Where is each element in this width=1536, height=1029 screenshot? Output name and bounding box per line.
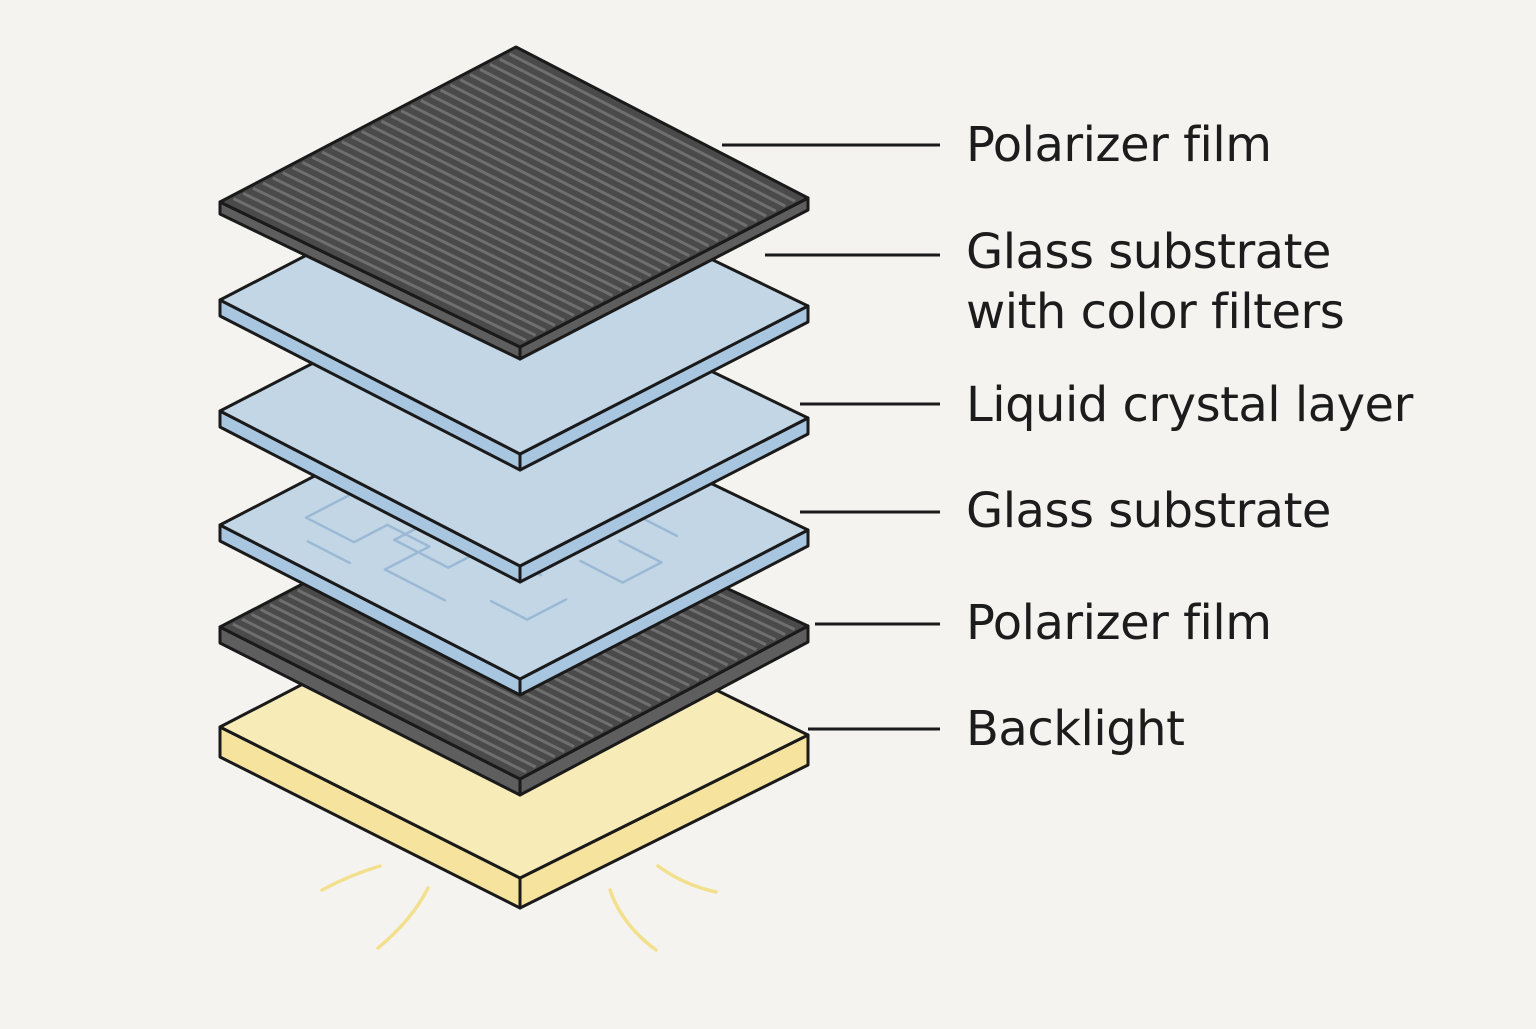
- label-polarizer-film-top: Polarizer film: [966, 117, 1272, 173]
- polarizer-stripes: [232, 52, 796, 342]
- glow-arc-1: [320, 864, 382, 892]
- layer-polarizer-top: [218, 45, 810, 361]
- label-backlight: Backlight: [966, 701, 1185, 757]
- label-polarizer-film-bottom: Polarizer film: [966, 595, 1272, 651]
- label-glass-substrate-color-filters-line2: with color filters: [966, 284, 1345, 340]
- layer-stack: [218, 45, 810, 910]
- label-glass-substrate-color-filters-line1: Glass substrate: [966, 224, 1331, 280]
- glow-arc-2: [376, 886, 430, 950]
- glow-arc-3: [608, 888, 658, 952]
- leader-lines: [722, 143, 940, 731]
- label-liquid-crystal-layer: Liquid crystal layer: [966, 377, 1413, 433]
- label-glass-substrate: Glass substrate: [966, 483, 1331, 539]
- backlight-glow: [320, 864, 718, 952]
- glow-arc-4: [656, 864, 718, 894]
